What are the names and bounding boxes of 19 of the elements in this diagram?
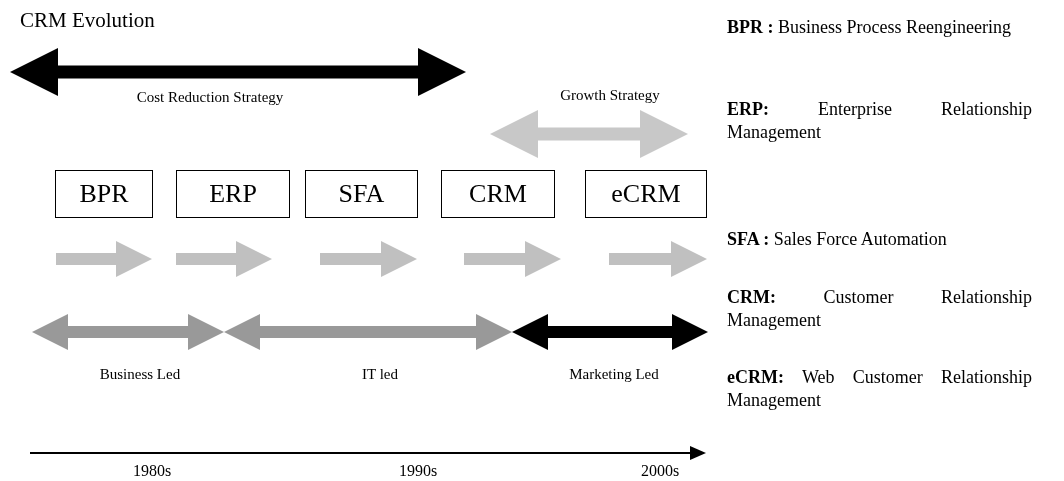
definition-text: CRM: Customer Relationship Management (727, 286, 1032, 333)
span-label: Growth Strategy (559, 87, 661, 104)
acronym-box: SFA (305, 170, 418, 218)
axis-label: 1980s (131, 462, 173, 480)
span-label: Cost Reduction Strategy (135, 89, 285, 106)
definition-text: ERP: Enterprise Relationship Management (727, 98, 1032, 145)
axis-label: 1990s (397, 462, 439, 480)
acronym-box: BPR (55, 170, 153, 218)
definition-text: eCRM: Web Customer Relationship Management (727, 366, 1032, 413)
span-label: IT led (361, 366, 399, 383)
span-label: Marketing Led (568, 366, 660, 383)
span-label: Business Led (98, 366, 182, 383)
definition-text: BPR : Business Process Reengineering (727, 16, 1012, 39)
acronym-box: ERP (176, 170, 290, 218)
definition-text: SFA : Sales Force Automation (727, 228, 948, 251)
acronym-box: CRM (441, 170, 555, 218)
acronym-box: eCRM (585, 170, 707, 218)
axis-label: 2000s (639, 462, 681, 480)
title: CRM Evolution (20, 8, 155, 33)
